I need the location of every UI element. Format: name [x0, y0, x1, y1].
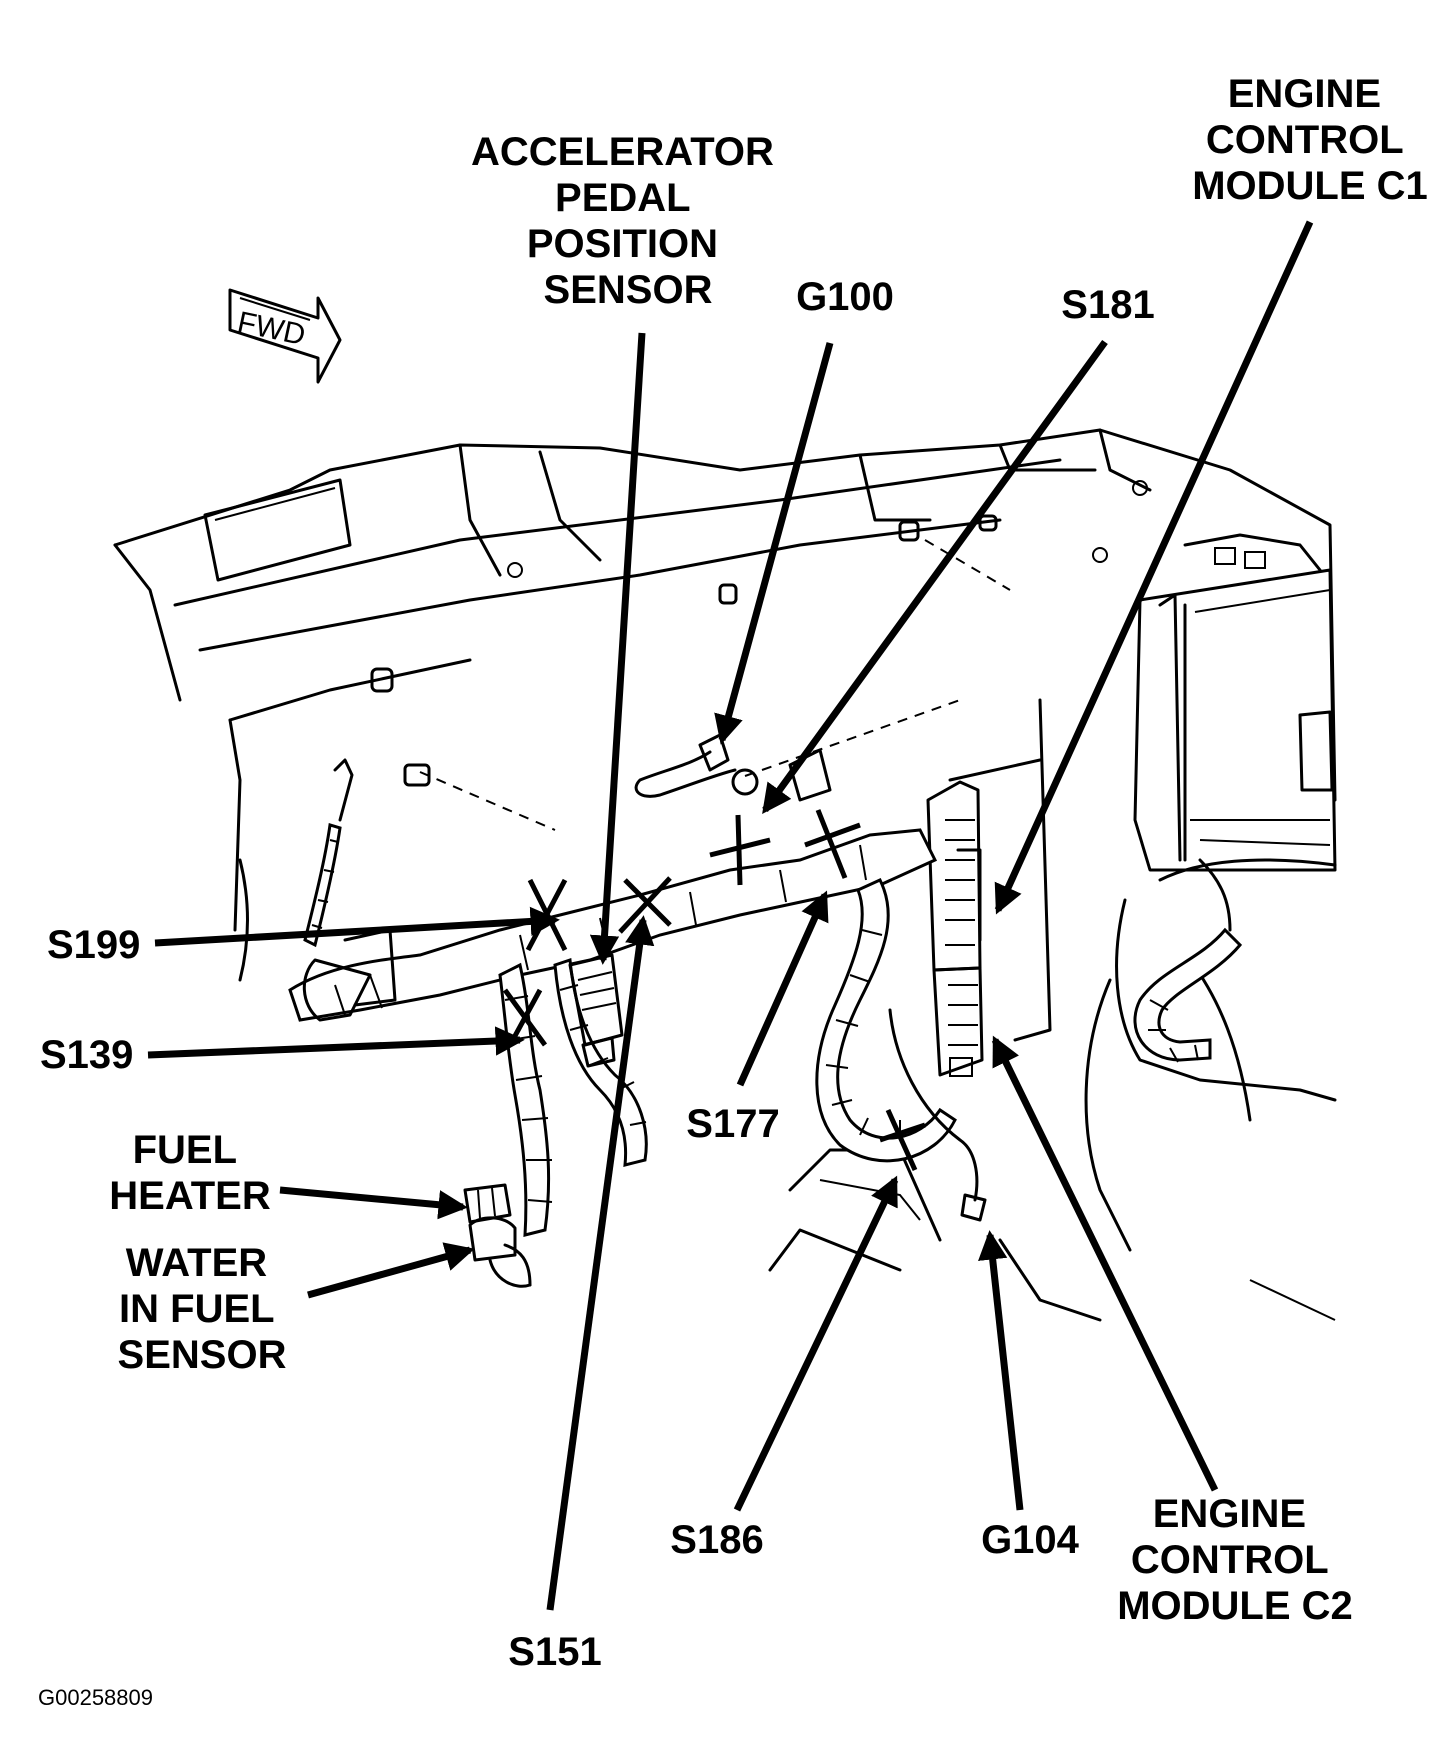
fwd-direction-arrow: FWD [228, 288, 342, 384]
water-in-fuel-connector [468, 1216, 532, 1288]
label-accelerator-pedal-position-sensor: ACCELERATOR PEDAL POSITION SENSOR [471, 130, 785, 312]
leader-s177 [736, 890, 829, 1087]
leader-s181 [762, 339, 1108, 814]
leader-g100 [714, 342, 834, 745]
label-ecm-c1: ENGINE CONTROL MODULE C1 [1192, 72, 1428, 208]
figure-id: G00258809 [38, 1685, 153, 1710]
leader-s199 [154, 906, 560, 947]
leader-ecm-c2 [991, 1035, 1219, 1492]
fuel-heater-connector [463, 1183, 512, 1224]
leader-lines [147, 220, 1314, 1611]
leader-fuel-heater [279, 1186, 468, 1220]
label-fuel-heater: FUEL HEATER [109, 1128, 271, 1218]
ecm-module-drawing [1133, 533, 1337, 932]
leader-wif-sensor [307, 1242, 475, 1299]
leader-g104 [978, 1230, 1024, 1511]
leader-s139 [147, 1026, 525, 1059]
leader-ecm-c1 [994, 220, 1314, 915]
ecm-connector-c2 [932, 966, 984, 1077]
label-s177: S177 [686, 1102, 779, 1146]
leader-app-sensor [589, 332, 646, 965]
label-g100: G100 [796, 275, 894, 319]
label-s186: S186 [670, 1518, 763, 1562]
label-s181: S181 [1061, 283, 1154, 327]
vehicle-body-drawing [113, 428, 1337, 1322]
label-s199: S199 [47, 923, 140, 967]
ecm-connector-c1 [926, 780, 982, 972]
label-water-in-fuel-sensor: WATER IN FUEL SENSOR [118, 1241, 287, 1377]
splice-markers [502, 809, 926, 1172]
label-ecm-c2: ENGINE CONTROL MODULE C2 [1117, 1492, 1353, 1628]
label-s151: S151 [508, 1630, 601, 1674]
label-g104: G104 [981, 1518, 1080, 1562]
bolt-icon [370, 480, 1148, 787]
leader-s151 [546, 915, 655, 1611]
label-s139: S139 [40, 1033, 133, 1077]
leader-s186 [733, 1175, 899, 1512]
